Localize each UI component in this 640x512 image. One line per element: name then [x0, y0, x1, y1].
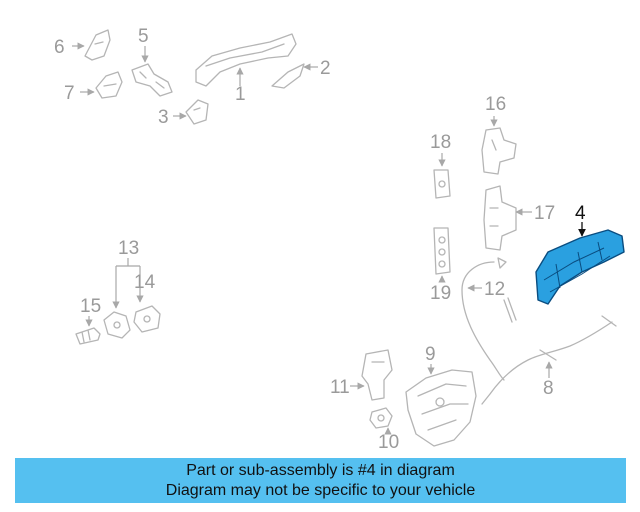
part-10-bushing: 10 [369, 407, 399, 453]
callout-16: 16 [485, 94, 506, 115]
part-5-lock-cylinder: 5 [131, 26, 173, 97]
part-17-hinge: 17 [483, 185, 555, 251]
callout-18: 18 [430, 132, 451, 153]
part-9-latch: 9 [405, 344, 477, 447]
callout-10: 10 [378, 432, 399, 453]
callout-11: 11 [330, 377, 350, 398]
callout-13: 13 [118, 238, 139, 259]
part-3-gasket: 3 [158, 99, 209, 128]
callout-19: 19 [430, 283, 451, 304]
part-1-outside-handle: 1 [195, 33, 297, 105]
part-11-bracket: 11 [330, 349, 393, 401]
part-4-handle-bracket: 4 [535, 203, 625, 305]
callout-5: 5 [138, 26, 149, 47]
part-18-plate: 18 [430, 132, 451, 199]
part-2-gasket: 2 [271, 58, 331, 89]
caption-line-1: Part or sub-assembly is #4 in diagram [186, 462, 455, 479]
callout-9: 9 [425, 344, 436, 365]
callout-7: 7 [64, 83, 75, 104]
caption-line-2: Diagram may not be specific to your vehi… [165, 482, 476, 499]
callout-14: 14 [134, 272, 156, 293]
callout-2: 2 [320, 58, 331, 79]
callout-12: 12 [484, 279, 505, 300]
part-8-cable: 8 [481, 315, 617, 405]
part-16-hinge: 16 [481, 94, 517, 175]
callout-4: 4 [575, 203, 586, 224]
info-banner: Part or sub-assembly is #4 in diagram Di… [15, 458, 626, 503]
part-15-screw: 15 [75, 296, 101, 345]
callout-17: 17 [534, 203, 555, 224]
part-14-plate: 14 [133, 272, 161, 333]
part-13-assembly: 13 [103, 238, 144, 339]
callout-3: 3 [158, 107, 169, 128]
callout-8: 8 [543, 378, 554, 399]
callout-1: 1 [235, 84, 246, 105]
part-12-cable: 12 [461, 257, 517, 381]
part-6-handle-cap: 6 [54, 29, 111, 61]
callout-15: 15 [80, 296, 101, 317]
part-4-highlight [535, 229, 625, 305]
part-19-plate: 19 [430, 227, 451, 304]
callout-6: 6 [54, 37, 65, 58]
part-7-bezel: 7 [64, 71, 123, 104]
